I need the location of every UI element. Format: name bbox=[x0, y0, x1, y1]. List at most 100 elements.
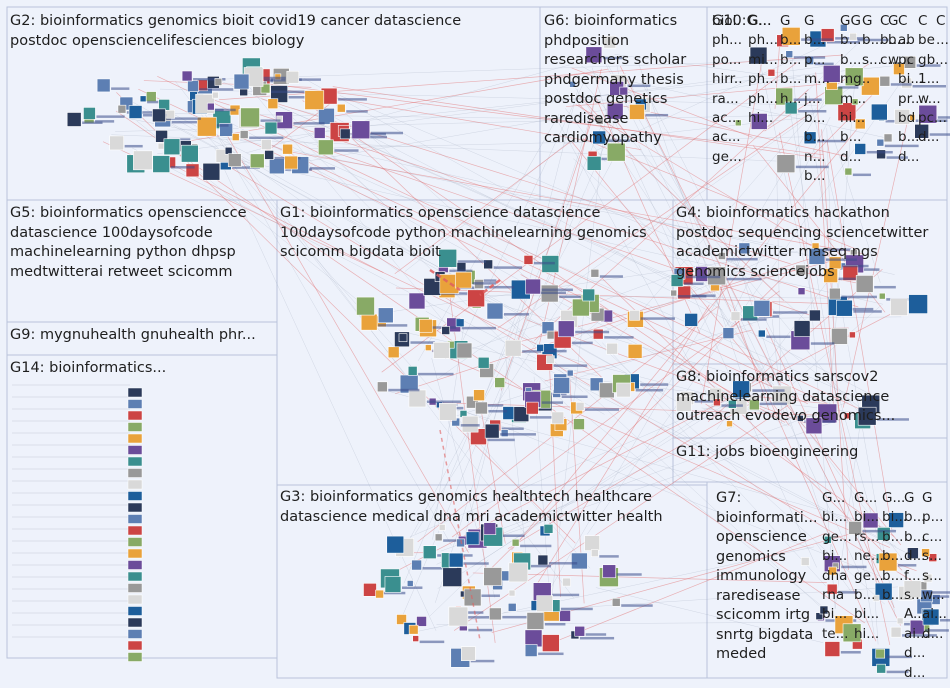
node-label-mark bbox=[580, 637, 614, 640]
g7-column-1: G... bi... ge... bi... dna rna bi... te.… bbox=[822, 489, 852, 644]
node bbox=[409, 293, 425, 309]
node bbox=[542, 635, 559, 652]
node bbox=[423, 546, 436, 559]
node-label-mark bbox=[371, 132, 403, 135]
node-label-mark bbox=[346, 110, 367, 113]
node bbox=[485, 424, 499, 438]
node-label-mark bbox=[264, 77, 286, 80]
node-label-mark bbox=[418, 373, 453, 376]
node bbox=[128, 561, 142, 570]
node-label-mark bbox=[641, 317, 675, 320]
node bbox=[409, 390, 426, 407]
node bbox=[617, 383, 631, 397]
node bbox=[128, 572, 142, 581]
node bbox=[591, 550, 598, 557]
node bbox=[128, 618, 142, 627]
node-label-mark bbox=[462, 327, 496, 330]
node bbox=[128, 469, 142, 478]
node bbox=[128, 492, 142, 501]
node bbox=[97, 79, 110, 92]
node-label-mark bbox=[271, 91, 306, 94]
node bbox=[215, 78, 222, 85]
node-label-mark bbox=[561, 608, 593, 611]
node bbox=[909, 295, 928, 314]
g10-column-1: bioi... ph... po... hirr... ra... ac... … bbox=[712, 12, 742, 167]
group-label-g8: G8: bioinformatics sarscov2 machinelearn… bbox=[676, 368, 946, 427]
node-label-mark bbox=[549, 562, 577, 565]
node bbox=[583, 289, 595, 301]
node bbox=[891, 627, 901, 637]
node bbox=[442, 327, 450, 335]
node-label-mark bbox=[559, 296, 582, 299]
node bbox=[439, 403, 456, 420]
node bbox=[884, 134, 892, 142]
node-label-mark bbox=[841, 651, 861, 654]
group-label-g4: G4: bioinformatics hackathon postdoc seq… bbox=[676, 204, 946, 282]
node bbox=[435, 534, 442, 541]
node-label-mark bbox=[82, 121, 102, 124]
node bbox=[723, 328, 734, 339]
node-label-mark bbox=[575, 331, 609, 334]
node-label-mark bbox=[172, 121, 201, 124]
node bbox=[387, 536, 404, 553]
node bbox=[181, 145, 198, 162]
node bbox=[527, 612, 544, 629]
node bbox=[457, 343, 472, 358]
node bbox=[128, 423, 142, 432]
node bbox=[361, 314, 377, 330]
node-label-mark bbox=[554, 364, 588, 367]
node bbox=[128, 480, 142, 489]
node bbox=[128, 584, 142, 593]
node-label-mark bbox=[420, 641, 445, 644]
node bbox=[128, 653, 142, 662]
node-label-mark bbox=[853, 310, 881, 313]
node-label-mark bbox=[874, 286, 896, 289]
node bbox=[758, 330, 765, 337]
node bbox=[474, 390, 485, 401]
node-label-mark bbox=[334, 149, 358, 152]
node bbox=[554, 377, 570, 393]
node bbox=[388, 347, 399, 358]
node bbox=[203, 163, 220, 180]
node bbox=[831, 328, 847, 344]
node-label-mark bbox=[449, 270, 472, 273]
node-label-mark bbox=[545, 623, 566, 626]
node bbox=[603, 565, 616, 578]
node bbox=[419, 319, 432, 332]
node-label-mark bbox=[294, 122, 325, 125]
node bbox=[318, 108, 334, 124]
node bbox=[133, 151, 152, 170]
node bbox=[261, 140, 271, 150]
node bbox=[128, 630, 142, 639]
node-label-mark bbox=[841, 296, 877, 299]
node bbox=[489, 608, 501, 620]
node bbox=[876, 649, 885, 658]
node-label-mark bbox=[621, 604, 652, 607]
node-label-mark bbox=[545, 350, 567, 353]
node bbox=[456, 319, 464, 327]
node-label-mark bbox=[853, 174, 871, 177]
node bbox=[167, 110, 175, 118]
node bbox=[228, 154, 241, 167]
node bbox=[376, 590, 384, 598]
node-label-mark bbox=[552, 594, 579, 597]
node bbox=[468, 290, 485, 307]
node bbox=[129, 106, 142, 119]
node bbox=[567, 370, 573, 376]
node bbox=[475, 402, 487, 414]
node bbox=[552, 412, 564, 424]
node-label-mark bbox=[586, 633, 606, 636]
node bbox=[225, 147, 232, 154]
node bbox=[128, 607, 142, 616]
node bbox=[591, 269, 599, 277]
node bbox=[268, 99, 278, 109]
node bbox=[575, 626, 585, 636]
node-label-mark bbox=[338, 98, 367, 101]
node bbox=[399, 334, 407, 342]
node bbox=[525, 645, 537, 657]
node bbox=[443, 568, 462, 587]
node bbox=[182, 71, 192, 81]
node-label-mark bbox=[617, 573, 642, 576]
node-label-mark bbox=[520, 545, 551, 548]
group-label-g6: G6: bioinformatics phdposition researche… bbox=[544, 12, 704, 149]
